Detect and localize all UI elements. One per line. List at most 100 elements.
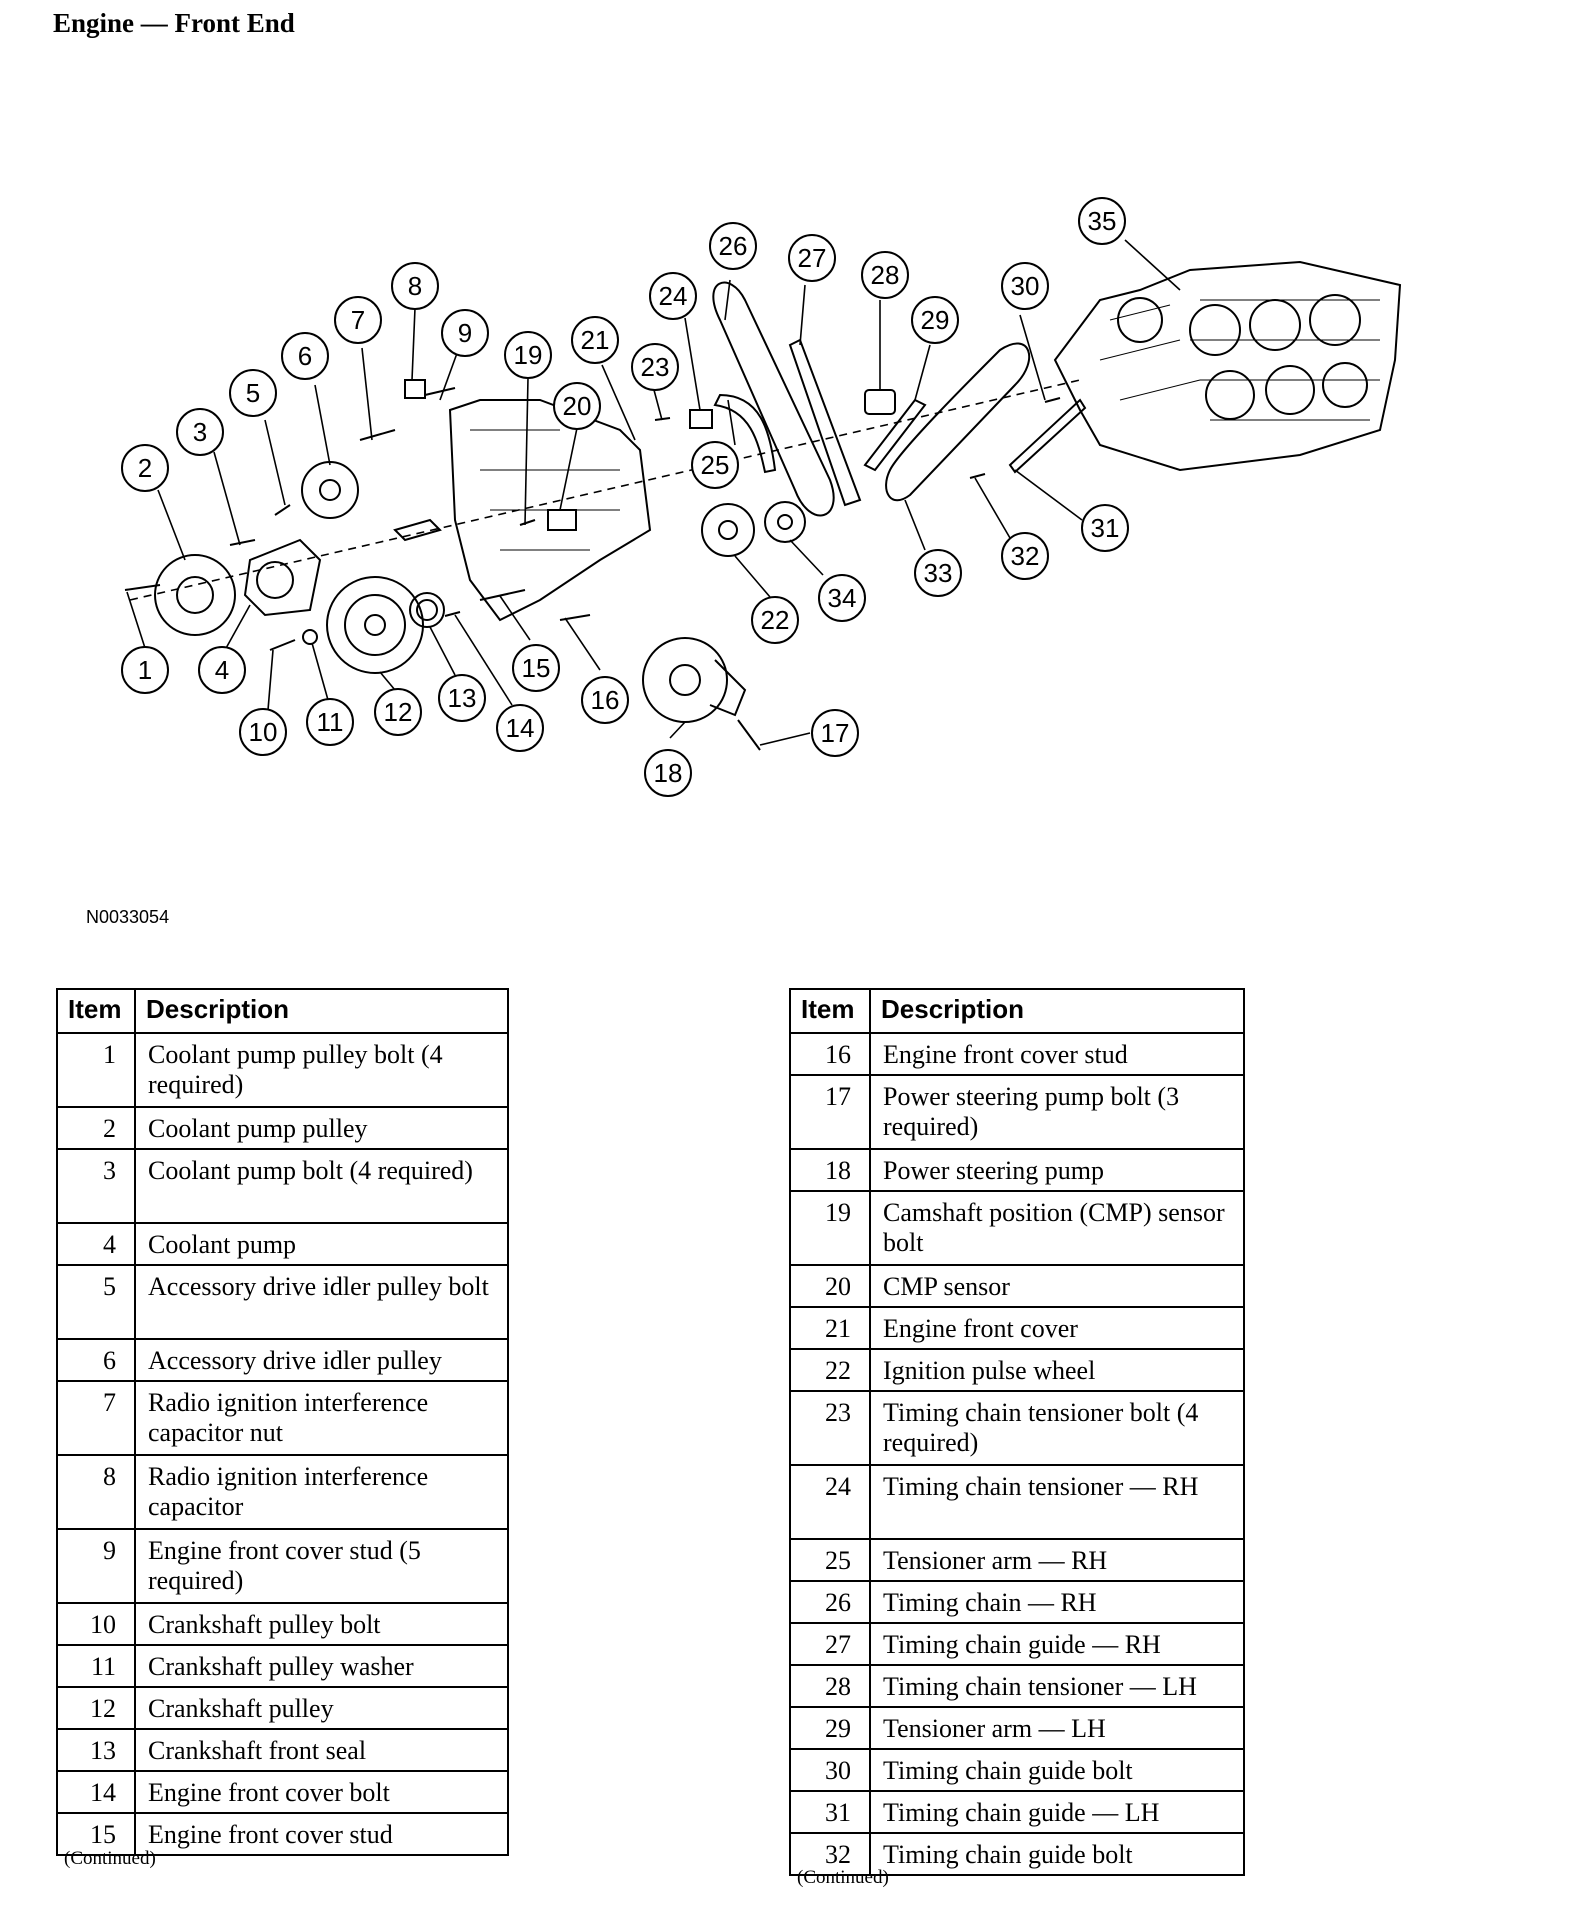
item-number: 29 [789,1706,871,1750]
callout-number: 21 [581,325,610,355]
callout-28: 28 [861,251,909,299]
callout-1: 1 [121,646,169,694]
item-description: Timing chain guide — RH [869,1622,1245,1666]
callout-number: 33 [924,558,953,588]
callout-number: 3 [193,417,207,447]
callout-number: 6 [298,341,312,371]
callout-number: 4 [215,655,229,685]
callout-number: 15 [522,653,551,683]
callout-2: 2 [121,444,169,492]
item-description: Crankshaft pulley bolt [134,1602,509,1646]
callout-number: 13 [448,683,477,713]
column-header-item: Item [789,988,871,1034]
item-description: Engine front cover [869,1306,1245,1350]
item-number: 3 [56,1148,136,1224]
item-description: Engine front cover stud [134,1812,509,1856]
callout-27: 27 [788,234,836,282]
callout-number: 10 [249,717,278,747]
callout-19: 19 [504,331,552,379]
item-description: Coolant pump pulley bolt (4 required) [134,1032,509,1108]
callout-number: 8 [408,271,422,301]
callout-number: 27 [798,243,827,273]
callout-12: 12 [374,688,422,736]
callout-number: 22 [761,605,790,635]
callout-number: 12 [384,697,413,727]
continued-note-right: (Continued) [797,1867,889,1888]
item-description: Engine front cover stud (5 required) [134,1528,509,1604]
item-description: Engine front cover bolt [134,1770,509,1814]
item-number: 2 [56,1106,136,1150]
item-number: 7 [56,1380,136,1456]
item-number: 18 [789,1148,871,1192]
table-header-row: Item Description [56,988,509,1034]
exploded-view-diagram: 1 2 3 4 5 6 7 8 9 10 11 12 13 14 15 16 1… [121,197,1402,797]
item-description: Accessory drive idler pulley bolt [134,1264,509,1340]
continued-note-left: (Continued) [64,1848,156,1869]
item-description: Radio ignition interference capacitor nu… [134,1380,509,1456]
callout-number: 18 [654,758,683,788]
callout-35: 35 [1078,197,1126,245]
callout-26: 26 [709,222,757,270]
callout-number: 1 [138,655,152,685]
item-description: Timing chain tensioner — RH [869,1464,1245,1540]
callout-number: 35 [1088,206,1117,236]
item-number: 16 [789,1032,871,1076]
item-description: Timing chain tensioner bolt (4 required) [869,1390,1245,1466]
item-description: Coolant pump [134,1222,509,1266]
callout-number: 28 [871,260,900,290]
item-number: 6 [56,1338,136,1382]
item-description: Radio ignition interference capacitor [134,1454,509,1530]
callout-number: 24 [659,281,688,311]
item-number: 28 [789,1664,871,1708]
callout-number: 16 [591,685,620,715]
callout-25: 25 [691,441,739,489]
callout-32: 32 [1001,532,1049,580]
item-number: 17 [789,1074,871,1150]
callout-number: 29 [921,305,950,335]
item-description: Ignition pulse wheel [869,1348,1245,1392]
item-description: Crankshaft front seal [134,1728,509,1772]
item-description: Power steering pump bolt (3 required) [869,1074,1245,1150]
callout-10: 10 [239,708,287,756]
item-description: Timing chain guide — LH [869,1790,1245,1834]
item-number: 19 [789,1190,871,1266]
callout-6: 6 [281,332,329,380]
callout-13: 13 [438,674,486,722]
item-number: 12 [56,1686,136,1730]
callout-number: 9 [458,318,472,348]
callout-number: 25 [701,450,730,480]
callout-number: 23 [641,352,670,382]
item-number: 14 [56,1770,136,1814]
callout-20: 20 [553,382,601,430]
item-number: 23 [789,1390,871,1466]
callout-22: 22 [751,596,799,644]
callout-16: 16 [581,676,629,724]
callout-number: 7 [351,305,365,335]
item-description: Coolant pump pulley [134,1106,509,1150]
item-description: Engine front cover stud [869,1032,1245,1076]
callout-21: 21 [571,316,619,364]
callout-29: 29 [911,296,959,344]
callout-3: 3 [176,408,224,456]
item-description: Tensioner arm — LH [869,1706,1245,1750]
